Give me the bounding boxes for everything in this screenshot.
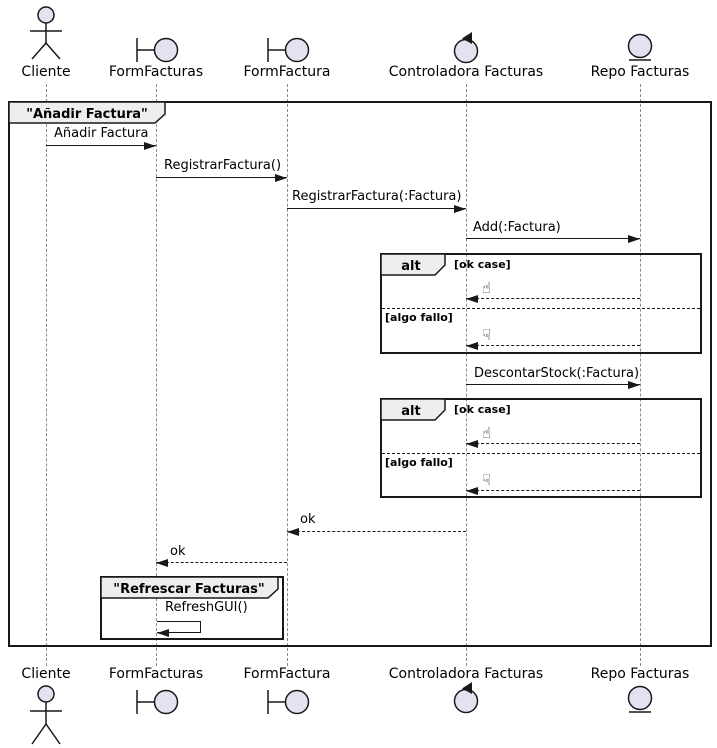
entity-icon: [627, 33, 653, 61]
entity-icon: [627, 685, 653, 713]
alt-fragment-1: alt [ok case] ☝ [algo fallo] ☟: [380, 253, 702, 354]
alt-fragment-2: alt [ok case] ☝ [algo fallo] ☟: [380, 398, 702, 498]
message-label-descontar-stock: DescontarStock(:Factura): [474, 366, 640, 381]
participant-label-repo: Repo Facturas: [590, 64, 690, 80]
message-label-add-factura: Add(:Factura): [473, 220, 561, 235]
message-arrow-anadir-factura: [46, 145, 156, 146]
participant-label-controladora-bottom: Controladora Facturas: [388, 666, 544, 682]
return-arrow-ok: [466, 298, 640, 299]
guard-ok-label: [ok case]: [454, 258, 511, 271]
message-arrow-registrar-factura-param: [287, 208, 466, 209]
return-arrow-fail: [466, 345, 640, 346]
guard-fail-label: [algo fallo]: [385, 311, 453, 324]
return-arrow-fail: [466, 490, 640, 491]
guard-fail-label: [algo fallo]: [385, 456, 453, 469]
arrowhead: [287, 528, 299, 536]
message-label-refresh-gui: RefreshGUI(): [165, 600, 248, 615]
thumbs-up-icon: ☝: [482, 424, 492, 442]
control-icon: [453, 682, 479, 714]
arrowhead: [466, 440, 478, 448]
message-label-registrar-factura-param: RegistrarFactura(:Factura): [292, 189, 462, 204]
boundary-icon: [136, 37, 179, 63]
lifeline-repo: [640, 84, 641, 666]
message-arrow-add-factura: [466, 238, 640, 239]
arrowhead: [144, 142, 156, 150]
participant-label-cliente: Cliente: [21, 64, 71, 80]
participant-label-formfactura: FormFactura: [243, 64, 331, 80]
arrowhead: [466, 295, 478, 303]
alt-operator-label: alt: [401, 404, 420, 419]
arrowhead: [466, 487, 478, 495]
message-arrow-descontar-stock: [466, 384, 640, 385]
alt-divider: [382, 308, 700, 309]
boundary-icon: [267, 689, 310, 715]
message-label-anadir-factura: Añadir Factura: [54, 126, 149, 141]
participant-label-formfactura-bottom: FormFactura: [243, 666, 331, 682]
thumbs-up-icon: ☝: [482, 279, 492, 297]
lifeline-cliente: [46, 84, 47, 666]
message-label-registrar-factura: RegistrarFactura(): [164, 158, 282, 173]
thumbs-down-icon: ☟: [482, 326, 492, 344]
arrowhead: [275, 174, 287, 182]
self-message-arrow: [157, 621, 201, 633]
return-arrow-ok-1: [287, 531, 466, 532]
return-label-ok-2: ok: [170, 544, 186, 559]
main-frame-title: "Añadir Factura": [26, 107, 148, 122]
arrowhead: [454, 205, 466, 213]
lifeline-controladora: [466, 84, 467, 666]
alt-divider: [382, 453, 700, 454]
arrowhead: [156, 559, 168, 567]
participant-label-controladora: Controladora Facturas: [388, 64, 544, 80]
participant-label-cliente-bottom: Cliente: [21, 666, 71, 682]
return-arrow-ok-2: [156, 562, 287, 563]
return-label-ok-1: ok: [300, 512, 316, 527]
refresh-frame-title: "Refrescar Facturas": [113, 582, 264, 597]
return-arrow-ok: [466, 443, 640, 444]
actor-icon: [30, 685, 62, 745]
lifeline-formfactura: [287, 84, 288, 666]
message-arrow-registrar-factura: [156, 177, 287, 178]
guard-ok-label: [ok case]: [454, 403, 511, 416]
boundary-icon: [267, 37, 310, 63]
alt-operator-label: alt: [401, 259, 420, 274]
arrowhead: [628, 235, 640, 243]
actor-icon: [30, 6, 62, 60]
main-frame-title-tab: "Añadir Factura": [8, 101, 166, 124]
arrowhead: [157, 629, 169, 637]
participant-label-repo-bottom: Repo Facturas: [590, 666, 690, 682]
arrowhead: [628, 381, 640, 389]
participant-label-formfacturas: FormFacturas: [108, 64, 204, 80]
control-icon: [453, 32, 479, 64]
boundary-icon: [136, 689, 179, 715]
lifeline-formfacturas: [156, 84, 157, 666]
arrowhead: [466, 342, 478, 350]
alt-operator-tab: alt: [380, 253, 446, 276]
main-frame: [8, 101, 712, 647]
alt-operator-tab: alt: [380, 398, 446, 421]
thumbs-down-icon: ☟: [482, 471, 492, 489]
refresh-frame-title-tab: "Refrescar Facturas": [100, 576, 279, 599]
participant-label-formfacturas-bottom: FormFacturas: [108, 666, 204, 682]
